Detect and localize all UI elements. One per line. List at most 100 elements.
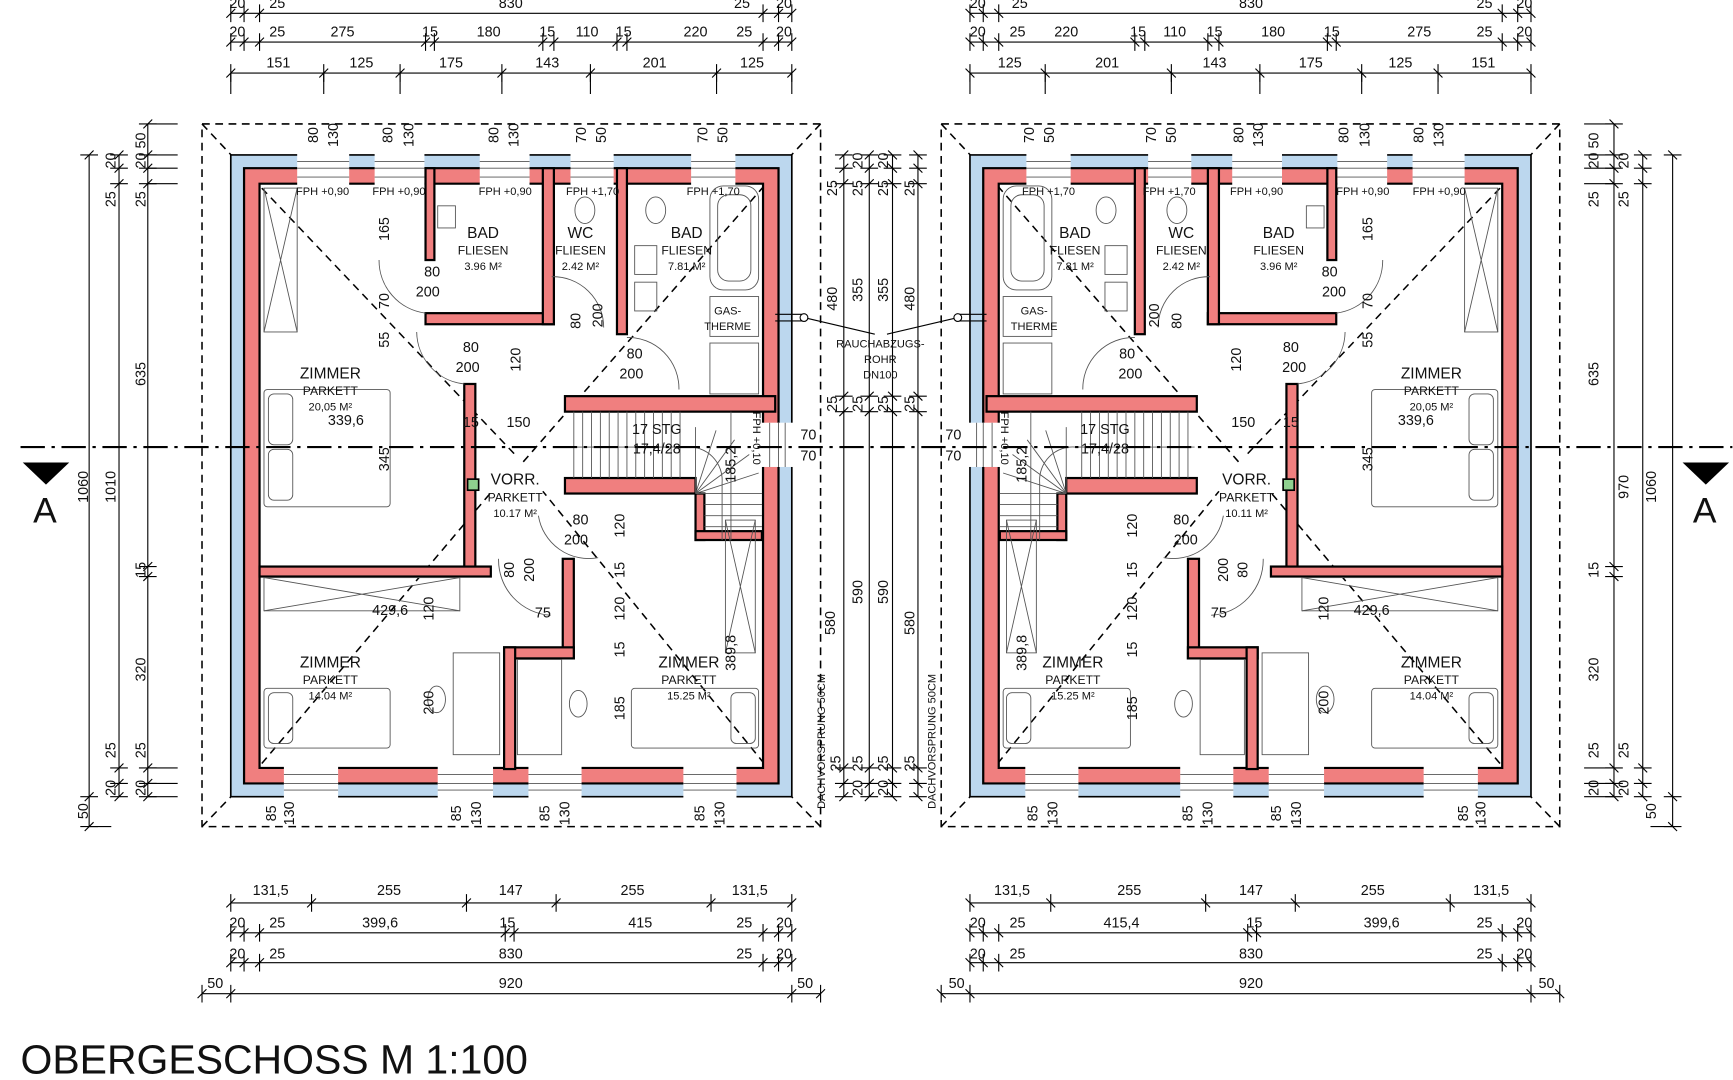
side-dimension: 25 (1586, 742, 1602, 758)
window (528, 765, 582, 799)
side-dimension: 15 (1586, 562, 1602, 578)
house-left-geometry (80, 4, 879, 1003)
middle-dimension: 25 (903, 756, 919, 772)
window-dimension: 130 (1251, 123, 1267, 147)
bottom-dimension: 25 (269, 946, 285, 962)
top-dimension: 25 (269, 25, 285, 41)
window-dimension: 130 (326, 123, 342, 147)
side-dimension: 20 (104, 780, 120, 796)
bottom-dimension: 131,5 (1473, 883, 1509, 899)
bottom-dimension: 50 (207, 976, 223, 992)
side-dimension: 20 (134, 780, 150, 796)
interior-dimension: 120 (1316, 597, 1332, 621)
top-dimension: 25 (269, 0, 285, 12)
bottom-dimension: 255 (1117, 883, 1141, 899)
window-dimension: 50 (716, 127, 732, 143)
top-dimension: 25 (734, 0, 750, 12)
top-dimension: 20 (776, 0, 792, 12)
side-dimension: 635 (134, 362, 150, 386)
middle-dimension: 25 (851, 396, 867, 412)
window-sill-height: FPH +1,70 (1022, 186, 1075, 198)
furniture (263, 185, 760, 756)
room-floor: FLIESEN (1050, 244, 1101, 258)
interior-dimension: 80 (572, 513, 588, 529)
interior-dimension: 70 (800, 427, 816, 443)
interior-dimension: 345 (1361, 447, 1377, 471)
window-dimension: 130 (469, 801, 485, 825)
interior-dimension: 429,6 (1354, 603, 1390, 619)
middle-dimension: 25 (851, 756, 867, 772)
interior-dimension: 200 (1216, 558, 1232, 582)
room-area: 2.42 M² (562, 261, 600, 273)
room-area: 20,05 M² (309, 402, 353, 414)
flue-label: RAUCHABZUGS- (836, 338, 925, 350)
room-floor: PARKETT (1404, 673, 1460, 687)
top-dimension: 180 (1261, 25, 1285, 41)
room-area: 3.96 M² (1260, 261, 1298, 273)
stair-steps: 17 STG (632, 422, 682, 438)
room-name: WC (568, 225, 594, 242)
interior-dimension: 80 (463, 340, 479, 356)
top-dimension: 25 (1010, 25, 1026, 41)
interior-dimension: 15 (613, 562, 629, 578)
middle-dimension: 580 (823, 611, 839, 635)
room-floor: PARKETT (1045, 673, 1101, 687)
window-dimension: 130 (282, 801, 298, 825)
room-name: VORR. (1222, 472, 1271, 489)
room-floor: FLIESEN (1156, 244, 1207, 258)
room-name: ZIMMER (658, 654, 719, 671)
interior-dimension: 200 (1174, 532, 1198, 548)
window-sill-height: FPH +1,70 (566, 186, 619, 198)
interior-dimension: 15 (613, 642, 629, 658)
room-area: 3.96 M² (464, 261, 502, 273)
bottom-dimension: 255 (620, 883, 644, 899)
middle-dimension: 20 (876, 780, 892, 796)
interior-dimension: 55 (1361, 332, 1377, 348)
bottom-dimension: 131,5 (732, 883, 768, 899)
middle-dimension: 480 (903, 287, 919, 311)
window-dimension: 85 (692, 805, 708, 821)
top-dimension: 25 (1477, 0, 1493, 12)
window (297, 152, 350, 186)
middle-dimension: 25 (876, 180, 892, 196)
bottom-dimension: 25 (269, 915, 285, 931)
side-dimension: 50 (1586, 133, 1602, 149)
room-name: BAD (1263, 225, 1295, 242)
bottom-dimension: 255 (377, 883, 401, 899)
side-dimension: 25 (1616, 742, 1632, 758)
drawing-title: OBERGESCHOSS M 1:100 (21, 1036, 528, 1080)
top-dimension: 25 (1012, 0, 1028, 12)
interior-dimension: 185,2 (723, 447, 739, 483)
window (691, 152, 736, 186)
interior-dimension: 120 (509, 348, 525, 372)
room-floor: PARKETT (661, 673, 717, 687)
side-dimension: 20 (1586, 152, 1602, 168)
side-dimension: 15 (134, 562, 150, 578)
stair-ratio: 17,4/28 (1081, 442, 1129, 458)
top-dimension: 25 (1477, 25, 1493, 41)
side-dimension: 25 (134, 191, 150, 207)
room-area: 14.04 M² (1410, 690, 1454, 702)
top-dimension: 143 (1203, 56, 1227, 72)
gas-boiler-label: THERME (704, 321, 751, 333)
section-marker-left-arrow (22, 462, 70, 485)
interior-dimension: 120 (1229, 348, 1245, 372)
top-dimension: 110 (1163, 25, 1186, 41)
interior-dimension: 70 (945, 448, 961, 464)
window-dimension: 130 (1357, 123, 1373, 147)
window-dimension: 85 (1456, 805, 1472, 821)
middle-dimension: 20 (851, 780, 867, 796)
window-dimension: 130 (1200, 801, 1216, 825)
window-sill-height: FPH +1,70 (1143, 186, 1196, 198)
side-dimension: 25 (134, 742, 150, 758)
window-dimension: 130 (401, 123, 417, 147)
room-area: 15.25 M² (1051, 690, 1095, 702)
column-marker (466, 478, 480, 492)
bottom-dimension: 830 (499, 946, 523, 962)
top-dimension: 180 (477, 25, 501, 41)
middle-dimension: 355 (851, 278, 867, 302)
window-dimension: 80 (306, 127, 322, 143)
bottom-dimension: 50 (797, 976, 813, 992)
interior-dimension: 429,6 (372, 603, 408, 619)
